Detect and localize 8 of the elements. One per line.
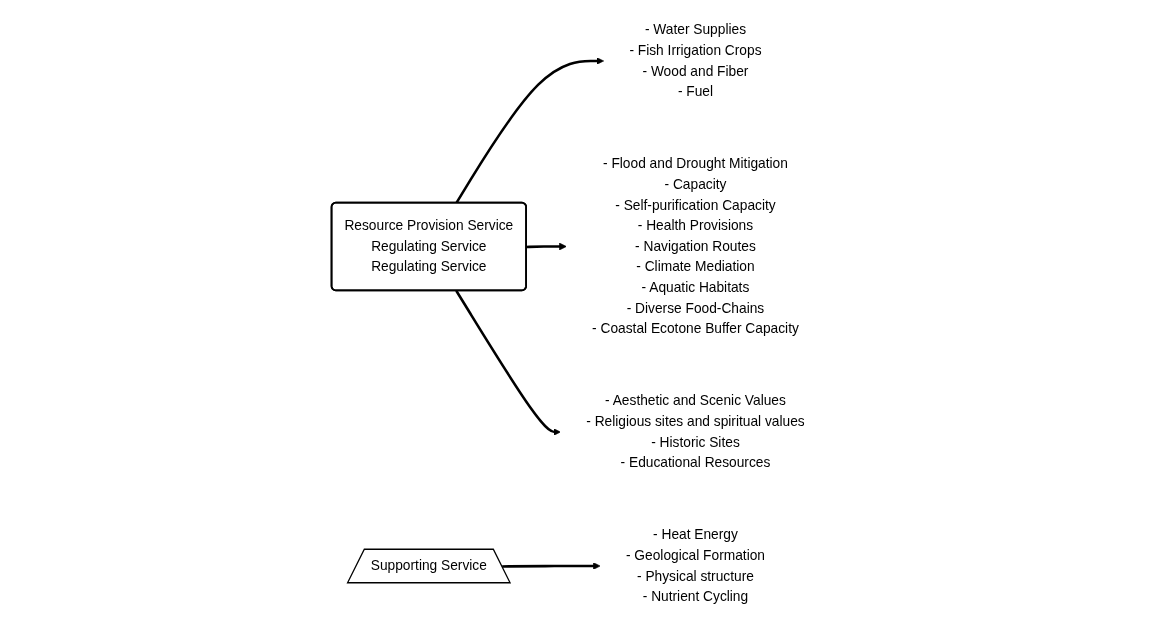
node-text: - Flood and Drought Mitigation - Capacity - Self-purification Capacity - Health Provisions - Navigation Routes - Climate Mediation - Aquatic Habitats - Diverse Food-Chains - Coastal Ecotone Buffer Capacity <box>592 156 799 336</box>
node-text: - Aesthetic and Scenic Values - Religious sites and spiritual values - Historic Sites - Educational Resources <box>586 393 805 470</box>
arrow <box>455 57 604 204</box>
arrow <box>455 290 561 436</box>
arrow <box>526 242 567 251</box>
node-text: - Water Supplies - Fish Irrigation Crops - Wood and Fiber - Fuel <box>629 22 762 99</box>
node-text: - Heat Energy - Geological Formation - Physical structure - Nutrient Cycling <box>625 527 765 604</box>
arrow <box>502 562 601 570</box>
